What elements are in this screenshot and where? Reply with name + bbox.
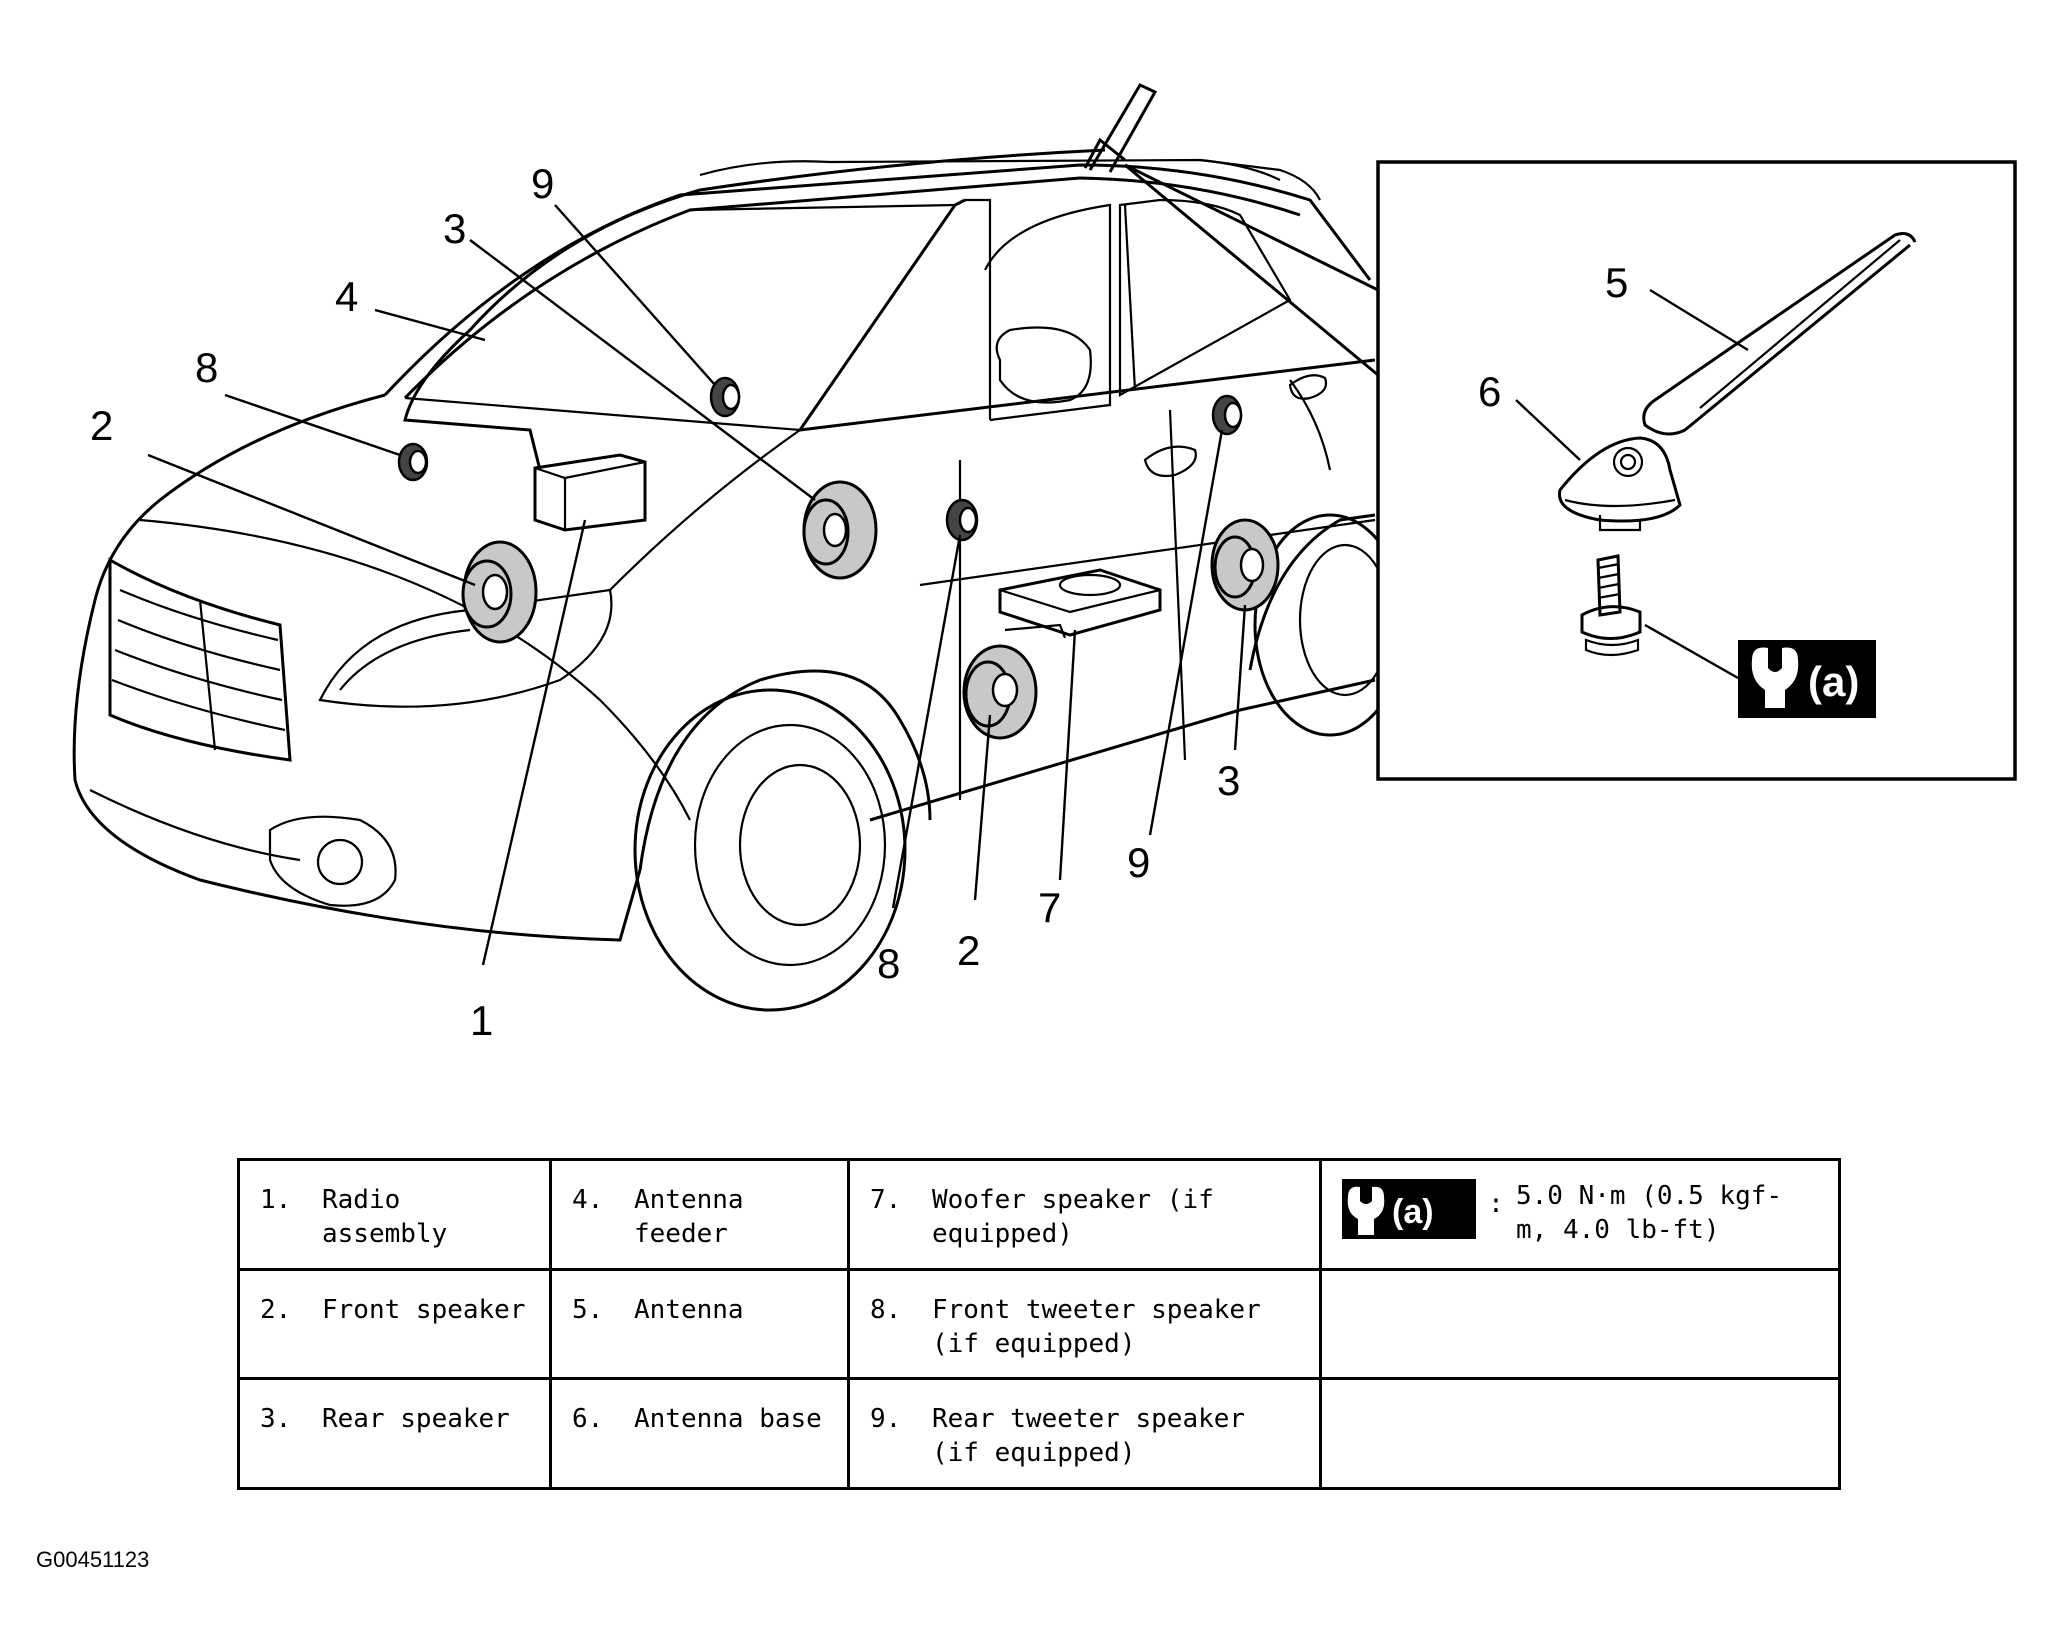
callout-2-side: 2 — [957, 927, 980, 974]
table-row: 1.Radio assembly 4.Antenna feeder 7.Woof… — [237, 1158, 1841, 1271]
torque-badge: (a) — [1342, 1179, 1476, 1239]
legend-cell-empty — [1319, 1377, 1841, 1490]
table-row: 3.Rear speaker 6.Antenna base 9.Rear twe… — [237, 1377, 1841, 1490]
legend-cell-3: 3.Rear speaker — [237, 1377, 552, 1490]
callout-6: 6 — [1478, 368, 1501, 415]
legend-cell-2: 2.Front speaker — [237, 1267, 552, 1381]
torque-spec-colon: : — [1488, 1189, 1504, 1219]
rear-speaker-right — [1210, 518, 1280, 612]
roof-antenna — [1083, 83, 1158, 173]
front-speaker-left — [461, 540, 538, 644]
callout-8-front: 8 — [195, 344, 218, 391]
rear-tweeter-left — [709, 376, 741, 418]
front-tweeter-left — [397, 442, 429, 482]
torque-spec-value: 5.0 N·m (0.5 kgf-m, 4.0 lb-ft) — [1516, 1181, 1783, 1245]
callout-9-front: 9 — [531, 160, 554, 207]
torque-badge-label: (a) — [1392, 1193, 1434, 1231]
legend-cell-1: 1.Radio assembly — [237, 1158, 552, 1271]
callout-7: 7 — [1038, 884, 1061, 931]
antenna-detail-inset — [1124, 160, 2017, 781]
callout-3-front: 3 — [443, 205, 466, 252]
torque-badge-label: (a) — [1808, 658, 1859, 705]
front-tweeter-right — [945, 498, 979, 542]
callout-2-front: 2 — [90, 402, 113, 449]
legend-cell-7: 7.Woofer speaker (if equipped) — [847, 1158, 1322, 1271]
torque-badge-inset: (a) — [1738, 640, 1876, 718]
antenna-base — [1558, 436, 1682, 532]
car-body — [72, 158, 1407, 1012]
legend-cell-4: 4.Antenna feeder — [549, 1158, 850, 1271]
radio-assembly — [533, 453, 647, 532]
legend-cell-6: 6.Antenna base — [549, 1377, 850, 1490]
wrench-icon — [1751, 647, 1799, 708]
callout-4: 4 — [335, 273, 358, 320]
callout-3-side: 3 — [1217, 757, 1240, 804]
callout-8-side: 8 — [877, 940, 900, 987]
table-row: 2.Front speaker 5.Antenna 8.Front tweete… — [237, 1267, 1841, 1381]
wrench-icon — [1347, 1186, 1385, 1235]
antenna-feeder-cable — [403, 148, 1106, 471]
callout-1: 1 — [470, 997, 493, 1044]
legend-cell-5: 5.Antenna — [549, 1267, 850, 1381]
leader-lines — [147, 204, 1247, 966]
mounting-bolt — [1580, 554, 1642, 657]
woofer-speaker — [998, 568, 1162, 639]
parts-legend-table: 1.Radio assembly 4.Antenna feeder 7.Woof… — [237, 1158, 1841, 1490]
legend-cell-8: 8.Front tweeter speaker (if equipped) — [847, 1267, 1322, 1381]
figure-code: G00451123 — [36, 1547, 150, 1572]
legend-cell-empty — [1319, 1267, 1841, 1381]
callout-9-side: 9 — [1127, 839, 1150, 886]
callout-5: 5 — [1605, 259, 1628, 306]
rear-speaker-left — [802, 480, 878, 580]
callout-numbers: 1 2 2 3 3 4 5 6 7 8 8 9 9 — [90, 160, 1628, 1044]
front-speaker-right — [962, 644, 1038, 740]
legend-cell-9: 9.Rear tweeter speaker (if equipped) — [847, 1377, 1322, 1490]
torque-spec-cell: (a) :5.0 N·m (0.5 kgf-m, 4.0 lb-ft) — [1319, 1158, 1841, 1271]
rear-tweeter-right — [1211, 394, 1243, 436]
